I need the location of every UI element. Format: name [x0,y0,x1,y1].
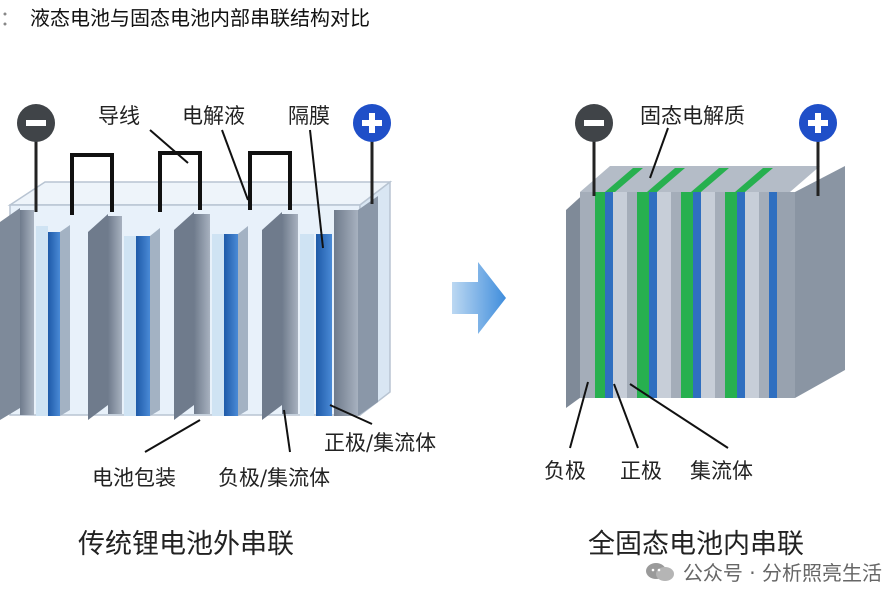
left-battery-pack [0,104,393,453]
transition-arrow [452,262,506,334]
cell-2 [88,214,160,420]
label-solid-electrolyte: 固态电解质 [640,104,745,128]
figure-title: ： 液态电池与固态电池内部串联结构对比 [0,2,370,31]
label-collector: 集流体 [690,459,753,483]
title-prefix: ： [0,6,20,30]
caption-left: 传统锂电池外串联 [78,529,294,560]
left-leader-lines [144,129,373,453]
label-electrolyte: 电解液 [182,104,245,128]
solid-layers [595,192,777,398]
caption-right: 全固态电池内串联 [588,529,804,560]
label-cathode: 正极 [620,459,662,483]
label-separator: 隔膜 [288,104,330,128]
watermark: 公众号 · 分析照亮生活 [645,557,882,586]
series-wires [70,151,292,215]
cell-1 [0,208,70,420]
right-leader-lines [569,127,729,449]
cell-3 [174,212,248,420]
label-anode: 负极 [544,459,586,483]
title-text: 液态电池与固态电池内部串联结构对比 [30,6,370,30]
watermark-text: 公众号 · 分析照亮生活 [682,561,882,585]
label-package: 电池包装 [92,466,176,490]
cell-4 [262,196,378,420]
label-anode-collector: 负极/集流体 [218,466,331,490]
wechat-icon [645,562,674,581]
right-battery-stack [566,104,845,449]
label-wire: 导线 [98,104,140,128]
label-cathode-collector: 正极/集流体 [324,431,437,455]
